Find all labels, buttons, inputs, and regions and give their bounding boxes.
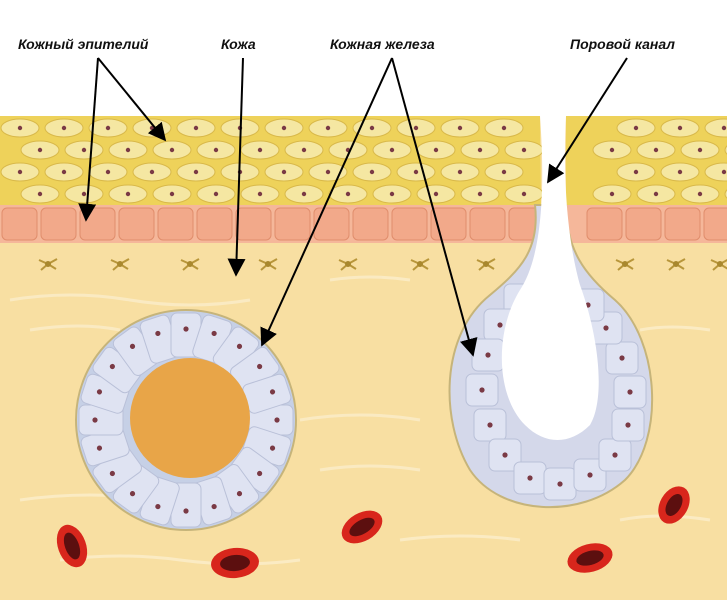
arrow-epithelium-basal	[78, 57, 99, 222]
arrow-epithelium-keratin	[97, 57, 167, 142]
arrow-pore	[547, 57, 628, 184]
gland-left	[75, 309, 297, 531]
arrow-gland-right	[391, 57, 478, 357]
pore-canal	[501, 116, 599, 440]
pointer-arrows	[78, 57, 628, 357]
red-blood-cells	[56, 486, 690, 579]
label-pore: Поровой канал	[570, 36, 675, 52]
fibroblast-cells	[38, 258, 727, 271]
keratin-cells	[0, 118, 727, 204]
arrow-gland-left	[260, 57, 393, 347]
keratin-layer	[0, 116, 727, 205]
label-skin: Кожа	[221, 36, 256, 52]
label-epithelium: Кожный эпителий	[18, 36, 149, 52]
gland-with-pore	[448, 116, 654, 509]
gland-lumen	[130, 358, 250, 478]
label-gland: Кожная железа	[330, 36, 435, 52]
basal-cells	[1, 207, 727, 241]
connective-tissue-fibers	[9, 275, 711, 566]
arrow-skin	[227, 57, 246, 277]
